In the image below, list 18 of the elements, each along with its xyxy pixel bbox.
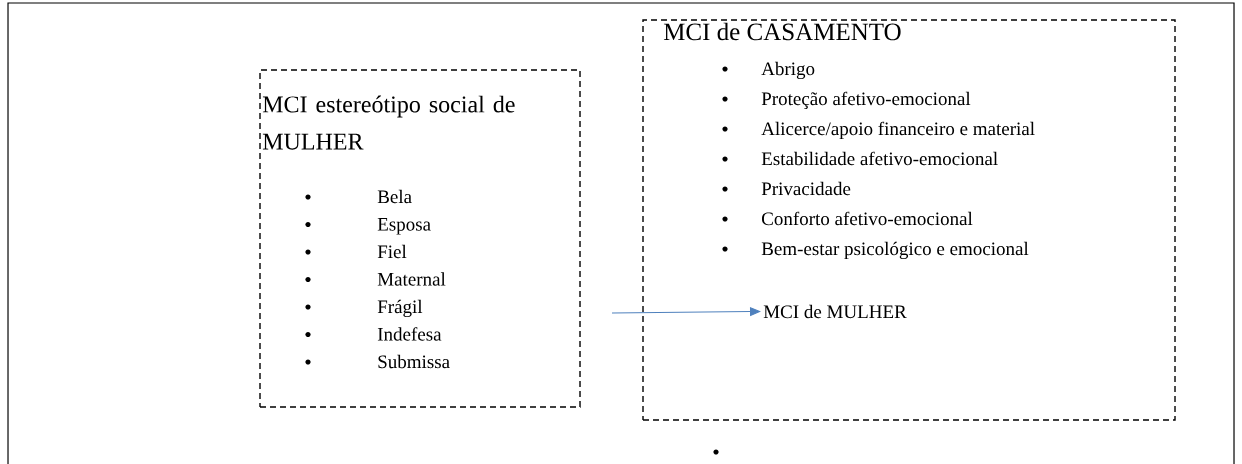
list-item: Bela — [377, 189, 412, 204]
item-text: MCI de MULHER — [763, 304, 907, 319]
list-item: Estabilidade afetivo-emocional — [761, 151, 998, 166]
arrow — [611, 307, 761, 316]
list-item: Proteção afetivo-emocional — [761, 91, 971, 110]
list-item: Privacidade — [761, 181, 851, 196]
list-item: Indefesa — [377, 327, 442, 341]
list-item: Abrigo — [761, 61, 815, 80]
list-item: Frágil — [377, 299, 423, 318]
list-item: Alicerce/apoio financeiro e material — [761, 121, 1035, 140]
box-heading: MCI de CASAMENTO — [663, 22, 901, 41]
list-item: Bem-estar psicológico e emocional — [761, 241, 1029, 260]
list-item: Submissa — [378, 354, 450, 369]
list-item: Conforto afetivo-emocional — [762, 211, 973, 226]
list-item: Fiel — [377, 244, 407, 259]
list-item: Maternal — [377, 272, 446, 286]
list-item: Esposa — [377, 218, 431, 235]
box-heading: MCI estereótipo social de MULHER — [262, 95, 515, 150]
